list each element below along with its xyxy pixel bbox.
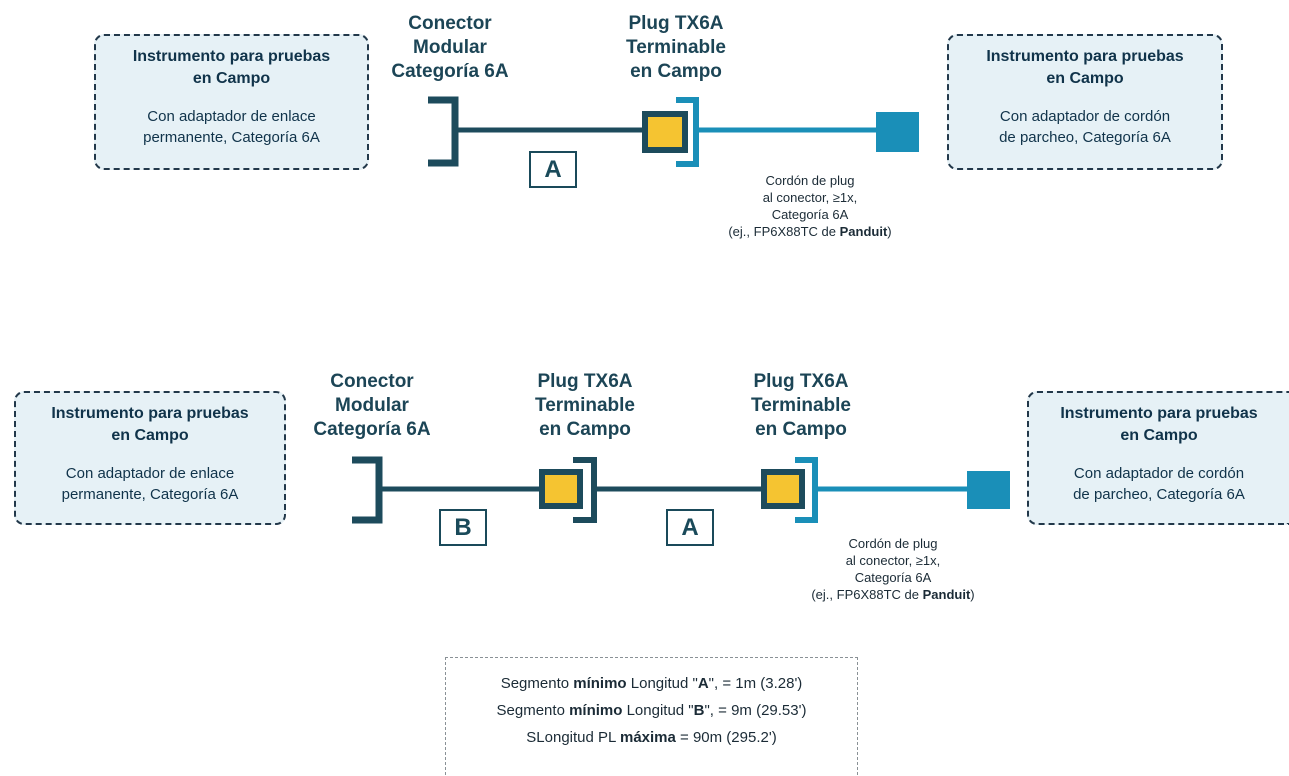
tester-title: Instrumento para pruebas en Campo: [51, 405, 249, 444]
patch-cord-end-plug: [876, 112, 919, 152]
modular-connector-bracket: [428, 96, 459, 167]
patch-cord-note: Cordón de plug al conector, ≥1x, Categor…: [728, 173, 892, 239]
tester-title: Instrumento para pruebas en Campo: [132, 48, 331, 87]
modular-connector-label: Conector Modular Categoría 6A: [391, 13, 509, 82]
field-plug-1-label: Plug TX6A Terminable en Campo: [535, 371, 635, 440]
min-segment-b-note: Segmento mínimo Longitud "B", = 9m (29.5…: [496, 702, 807, 719]
field-plug-2-label: Plug TX6A Terminable en Campo: [751, 371, 851, 440]
tester-subtitle: Con adaptador de cordón de parcheo, Cate…: [999, 108, 1171, 146]
segment-b-label: B: [439, 509, 487, 546]
field-plug-2: [761, 469, 805, 509]
length-requirements-box: Segmento mínimo Longitud "A", = 1m (3.28…: [445, 657, 858, 775]
diagram2-wiring: [352, 456, 1010, 524]
min-segment-a-note: Segmento mínimo Longitud "A", = 1m (3.28…: [500, 675, 803, 692]
field-plug-label: Plug TX6A Terminable en Campo: [626, 13, 726, 82]
diagram1-wiring: [428, 96, 919, 167]
tester-subtitle: Con adaptador de enlace permanente, Cate…: [61, 465, 239, 503]
max-length-note: SLongitud PL máxima = 90m (295.2'): [526, 729, 777, 746]
field-tester-patch-cord-box: Instrumento para pruebas en Campo Con ad…: [947, 34, 1223, 170]
tester-title: Instrumento para pruebas en Campo: [1060, 405, 1258, 444]
field-tester-permanent-link-box: Instrumento para pruebas en Campo Con ad…: [94, 34, 369, 170]
segment-a-label: A: [666, 509, 714, 546]
tester-title: Instrumento para pruebas en Campo: [986, 48, 1184, 87]
patch-cord-note: Cordón de plug al conector, ≥1x, Categor…: [811, 536, 975, 602]
modular-connector-label: Conector Modular Categoría 6A: [313, 371, 431, 440]
modular-connector-bracket: [352, 456, 383, 524]
tester-subtitle: Con adaptador de cordón de parcheo, Cate…: [1073, 465, 1245, 503]
field-tester-permanent-link-box: Instrumento para pruebas en Campo Con ad…: [14, 391, 286, 525]
field-plug: [642, 111, 688, 153]
patch-cord-end-plug: [967, 471, 1010, 509]
field-plug-1: [539, 469, 583, 509]
field-tester-patch-cord-box: Instrumento para pruebas en Campo Con ad…: [1027, 391, 1289, 525]
segment-a-label: A: [529, 151, 577, 188]
tester-subtitle: Con adaptador de enlace permanente, Cate…: [143, 108, 320, 146]
